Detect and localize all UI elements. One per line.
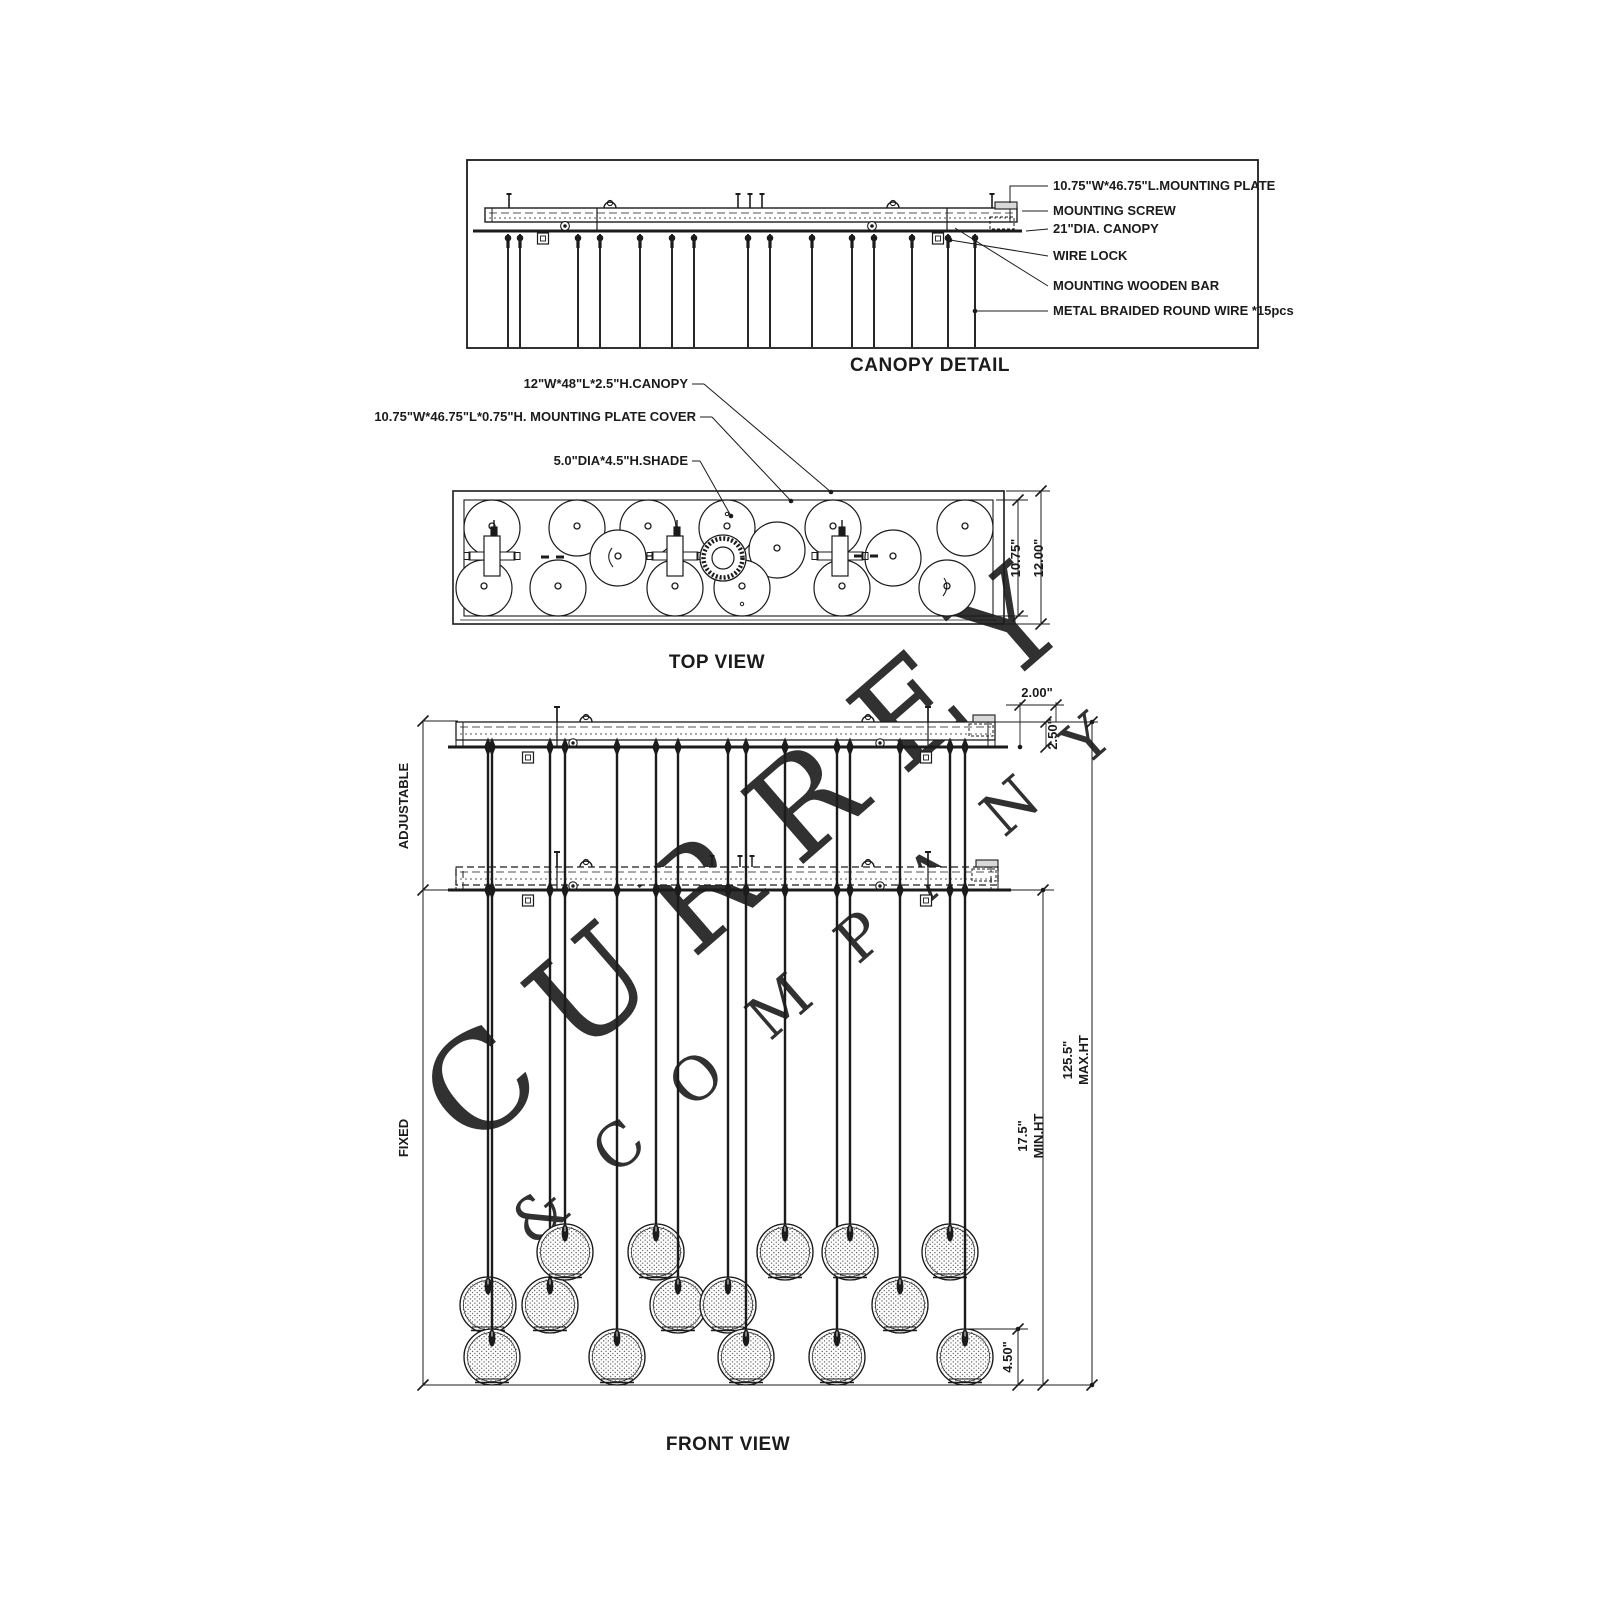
- top-view-title: TOP VIEW: [669, 652, 765, 673]
- canopy-detail-title: CANOPY DETAIL: [850, 355, 1010, 376]
- label-mounting-screw: MOUNTING SCREW: [1053, 203, 1177, 218]
- label-mounting-plate: 10.75"W*46.75"L.MOUNTING PLATE: [1053, 178, 1276, 193]
- label-plate-cover: 10.75"W*46.75"L*0.75"H. MOUNTING PLATE C…: [374, 409, 696, 424]
- dim-canopy-width: 12.00": [1031, 539, 1046, 578]
- front-view-title: FRONT VIEW: [666, 1434, 790, 1455]
- front-view-labels: 2.00" 2.50" ADJUSTABLE FIXED 17.5" MIN.H…: [396, 685, 1091, 1455]
- dim-max-height-value: 125.5": [1060, 1041, 1075, 1080]
- dim-min-height-label: MIN.HT: [1031, 1114, 1046, 1159]
- label-canopy-dia: 21"DIA. CANOPY: [1053, 221, 1159, 236]
- dim-adjustable: ADJUSTABLE: [396, 762, 411, 849]
- canopy-detail-labels: 10.75"W*46.75"L.MOUNTING PLATE MOUNTING …: [850, 178, 1294, 376]
- dim-canopy-height: 2.50": [1045, 718, 1060, 749]
- dim-min-height-value: 17.5": [1015, 1120, 1030, 1151]
- top-view-labels: 12"W*48"L*2.5"H.CANOPY 10.75"W*46.75"L*0…: [374, 376, 1046, 673]
- drawing-geometry: [416, 159, 1259, 1392]
- dim-fixed: FIXED: [396, 1119, 411, 1157]
- label-canopy-size: 12"W*48"L*2.5"H.CANOPY: [524, 376, 689, 391]
- label-braided-wire: METAL BRAIDED ROUND WIRE *15pcs: [1053, 303, 1294, 318]
- dim-offset: 2.00": [1021, 685, 1052, 700]
- label-wire-lock: WIRE LOCK: [1053, 248, 1128, 263]
- label-wooden-bar: MOUNTING WOODEN BAR: [1053, 278, 1220, 293]
- dim-plate-width: 10.75": [1008, 539, 1023, 578]
- dim-shade-height: 4.50": [1000, 1341, 1015, 1372]
- label-shade-size: 5.0"DIA*4.5"H.SHADE: [554, 453, 689, 468]
- dim-max-height-label: MAX.HT: [1076, 1035, 1091, 1085]
